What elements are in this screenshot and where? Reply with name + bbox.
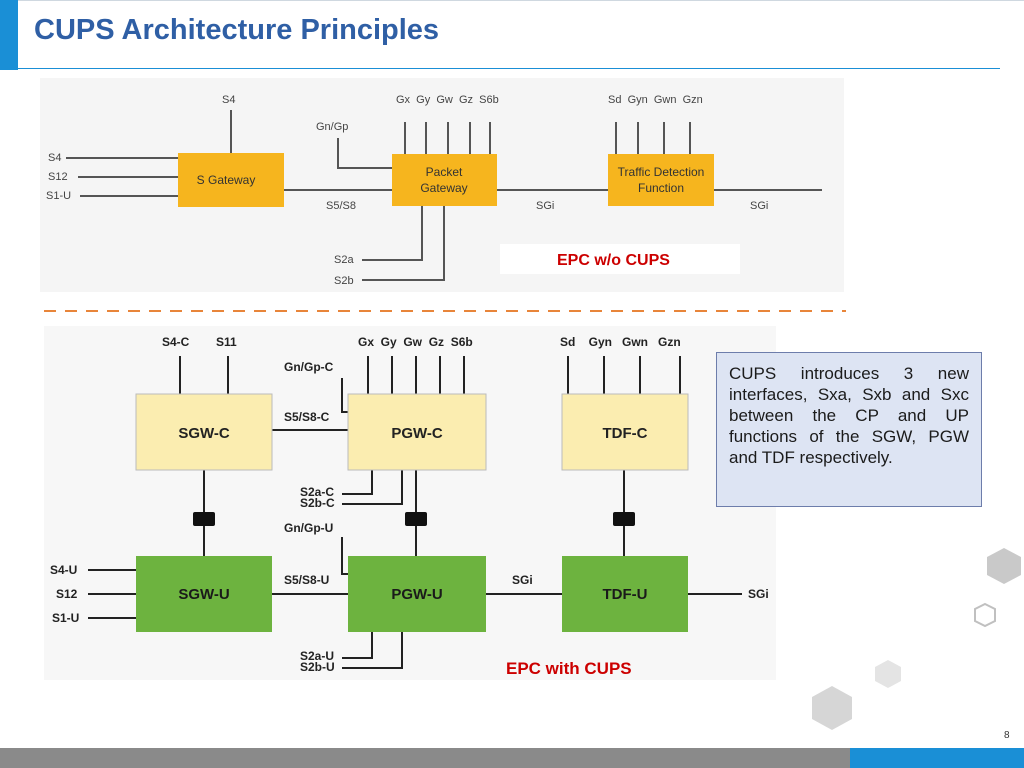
s-gateway-label: S Gateway bbox=[197, 173, 256, 187]
label-s4-left: S4 bbox=[48, 152, 61, 164]
caption-epc-without-cups: EPC w/o CUPS bbox=[557, 252, 670, 269]
pgw-u-label: PGW-U bbox=[391, 586, 442, 603]
tdf-c-label: TDF-C bbox=[603, 425, 648, 442]
label-s1u-left: S1-U bbox=[46, 190, 71, 202]
packet-gateway-label-line1: Packet bbox=[426, 165, 463, 179]
label-s2a-c: S2a-C bbox=[300, 485, 334, 499]
label-sgi-top-1: SGi bbox=[536, 200, 554, 212]
label-pgw-interfaces: Gx Gy Gw Gz S6b bbox=[396, 94, 499, 106]
label-sgi-bottom-2: SGi bbox=[748, 587, 769, 601]
pgw-c-label: PGW-C bbox=[391, 425, 443, 442]
label-s2b: S2b bbox=[334, 275, 354, 287]
caption-epc-with-cups: EPC with CUPS bbox=[506, 659, 632, 678]
caption-background bbox=[500, 244, 740, 274]
top-rule bbox=[18, 0, 1024, 1]
label-s5s8-u: S5/S8-U bbox=[284, 573, 329, 587]
sgw-c-label: SGW-C bbox=[178, 425, 230, 442]
packet-gateway-box bbox=[392, 154, 497, 206]
title-accent-bar bbox=[0, 0, 18, 70]
pgw-c-box bbox=[347, 393, 487, 471]
label-s2a-u: S2a-U bbox=[300, 649, 334, 663]
traffic-detection-label-line1: Traffic Detection bbox=[618, 165, 705, 179]
label-s2b-u: S2b-U bbox=[300, 660, 335, 674]
footer-accent bbox=[850, 748, 1024, 768]
tdf-u-box bbox=[562, 556, 688, 632]
label-s2b-c: S2b-C bbox=[300, 496, 335, 510]
hexagon-icon bbox=[812, 686, 852, 730]
sxa-connector-icon bbox=[193, 512, 215, 526]
tdf-u-label: TDF-U bbox=[603, 586, 648, 603]
sgw-u-box bbox=[136, 556, 272, 632]
pgw-u-box bbox=[348, 556, 486, 632]
label-sgi-top-2: SGi bbox=[750, 200, 768, 212]
sxb-connector-icon bbox=[405, 512, 427, 526]
label-gngp-u: Gn/Gp-U bbox=[284, 521, 333, 535]
packet-gateway-label-line2: Gateway bbox=[420, 181, 467, 195]
sgw-u-label: SGW-U bbox=[178, 586, 229, 603]
cups-explanation-callout: CUPS introduces 3 new interfaces, Sxa, S… bbox=[716, 352, 982, 507]
label-s4-u: S4-U bbox=[50, 563, 77, 577]
decorative-hexagons bbox=[812, 548, 1021, 730]
label-s2a: S2a bbox=[334, 254, 354, 266]
label-gngp-c: Gn/Gp-C bbox=[284, 360, 334, 374]
label-pgw-c-interfaces: Gx Gy Gw Gz S6b bbox=[358, 335, 473, 349]
slide-title: CUPS Architecture Principles bbox=[34, 14, 440, 46]
label-tdf-interfaces: Sd Gyn Gwn Gzn bbox=[608, 94, 703, 106]
label-sgi-bottom-1: SGi bbox=[512, 573, 533, 587]
sxc-connector-icon bbox=[613, 512, 635, 526]
bottom-diagram: SGW-C PGW-C TDF-C SGW-U PGW-U TDF-U S4-C… bbox=[44, 326, 776, 680]
label-s12: S12 bbox=[56, 587, 78, 601]
label-s5s8: S5/S8 bbox=[326, 200, 356, 212]
label-tdf-c-interfaces: Sd Gyn Gwn Gzn bbox=[560, 335, 681, 349]
traffic-detection-box bbox=[608, 154, 714, 206]
s-gateway-box bbox=[178, 153, 284, 207]
label-s5s8-c: S5/S8-C bbox=[284, 410, 330, 424]
page-number: 8 bbox=[1004, 730, 1010, 741]
sgw-c-box bbox=[135, 393, 273, 471]
label-s12-left: S12 bbox=[48, 171, 68, 183]
top-diagram: S Gateway Packet Gateway Traffic Detecti… bbox=[40, 78, 844, 292]
hexagon-icon bbox=[987, 548, 1021, 584]
label-s4-c: S4-C bbox=[162, 335, 190, 349]
tdf-c-box bbox=[561, 393, 689, 471]
hexagon-icon bbox=[875, 660, 901, 688]
label-s4-top: S4 bbox=[222, 94, 235, 106]
hexagon-icon bbox=[974, 602, 996, 628]
title-rule bbox=[18, 68, 1000, 69]
footer-bar bbox=[0, 748, 1024, 768]
label-gngp: Gn/Gp bbox=[316, 121, 348, 133]
label-s1-u: S1-U bbox=[52, 611, 79, 625]
traffic-detection-label-line2: Function bbox=[638, 181, 684, 195]
label-s11: S11 bbox=[216, 335, 237, 349]
